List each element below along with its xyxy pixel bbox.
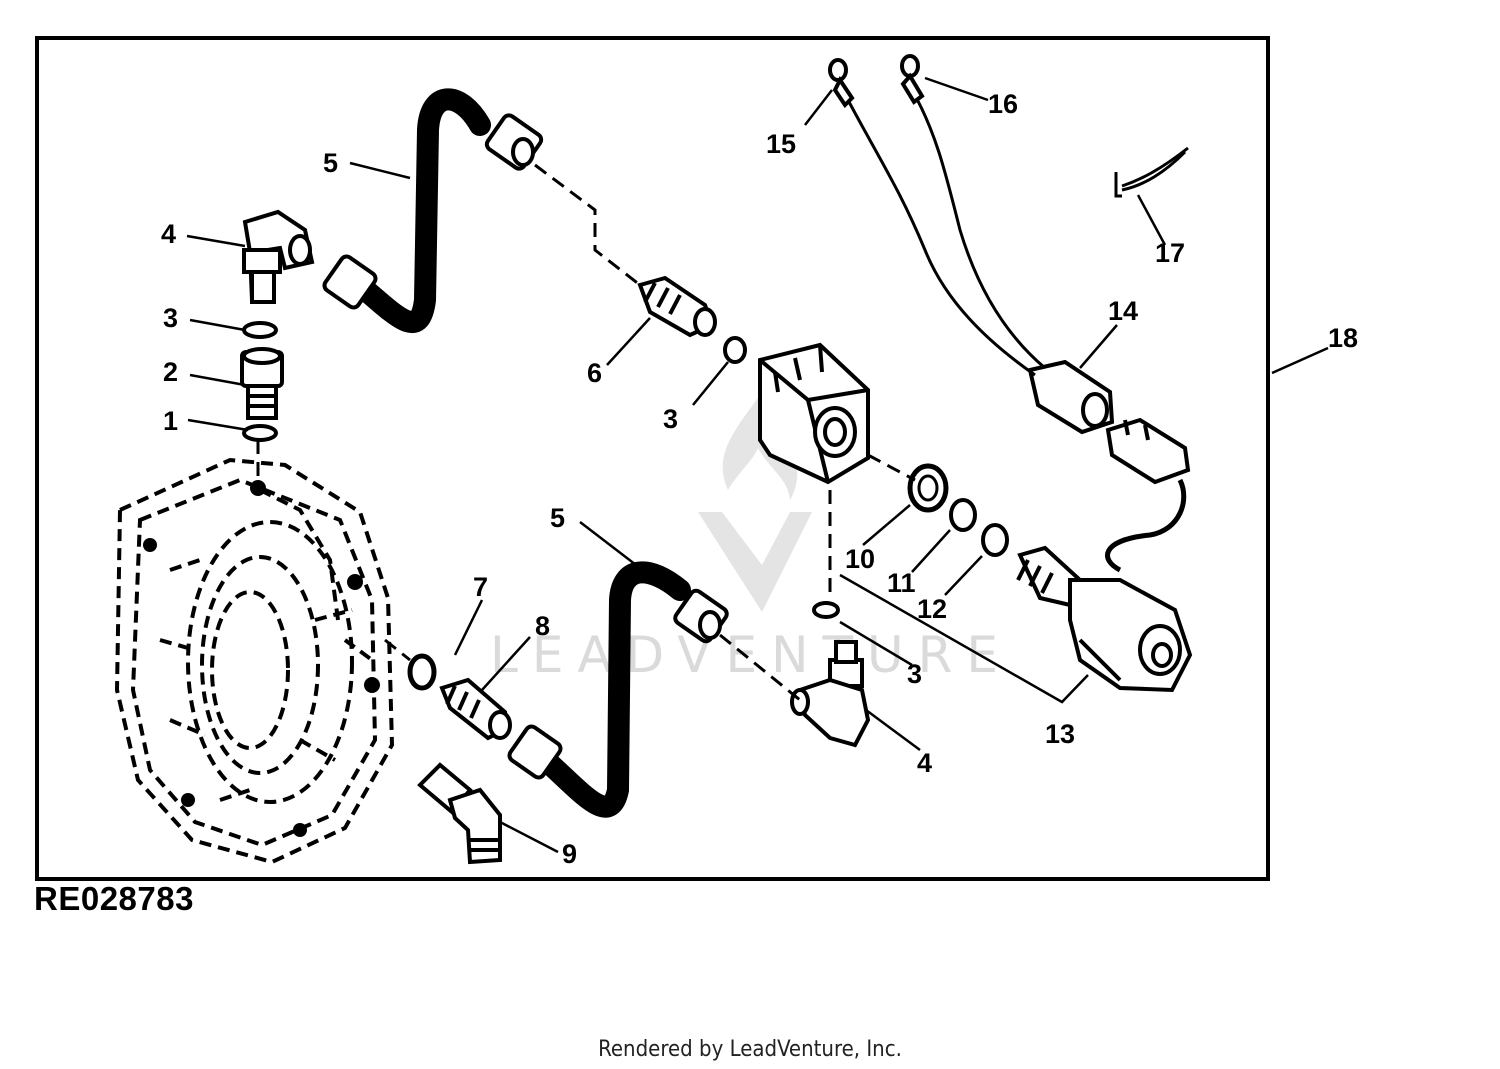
callout-6: 6 (587, 358, 602, 388)
callout-15: 15 (766, 129, 796, 159)
callout-5-lower: 5 (550, 503, 565, 533)
callout-2: 2 (163, 357, 178, 387)
housing-bolt-holes (143, 480, 380, 837)
part-17-clip (1114, 146, 1189, 198)
part-12-o-ring (981, 523, 1009, 557)
valve-block (758, 342, 870, 485)
callout-3-mid: 3 (663, 404, 678, 434)
callout-labels: 1 2 3 4 5 6 3 5 7 8 9 10 11 12 3 4 13 14… (161, 89, 1358, 869)
wires-15-16 (846, 89, 1046, 377)
callout-8: 8 (535, 611, 550, 641)
callout-3-upper: 3 (163, 303, 178, 333)
watermark-logo: LEADVENTURE (490, 395, 1012, 684)
part-2-adapter (240, 347, 284, 420)
part-16-ring-terminal (900, 54, 925, 105)
part-5-hose-lower (529, 561, 691, 818)
callout-10: 10 (845, 544, 875, 574)
callout-16: 16 (988, 89, 1018, 119)
callout-5-upper: 5 (323, 148, 338, 178)
part-4-elbow-upper (242, 209, 315, 304)
callout-17: 17 (1155, 238, 1185, 268)
hose-lower-fittings (507, 588, 729, 780)
part-3-o-ring-mid (723, 336, 747, 364)
part-1-o-ring (242, 424, 278, 442)
part-8-fitting (439, 677, 512, 741)
part-13-solenoid (1016, 478, 1193, 693)
part-11-o-ring (949, 498, 977, 532)
part-5-hose-upper (349, 88, 491, 333)
callout-4-upper: 4 (161, 219, 176, 249)
callout-11: 11 (887, 568, 916, 598)
callout-1: 1 (163, 406, 178, 436)
footer-credit: Rendered by LeadVenture, Inc. (598, 1037, 902, 1062)
callout-14: 14 (1108, 296, 1138, 326)
part-7-o-ring (407, 653, 437, 691)
part-15-ring-terminal (828, 58, 855, 109)
hose-upper-fittings (322, 113, 544, 310)
callout-9: 9 (562, 839, 577, 869)
part-6-fitting (637, 275, 717, 338)
part-10-ring (907, 463, 949, 513)
watermark-text: LEADVENTURE (490, 626, 1012, 684)
callout-13: 13 (1045, 719, 1075, 749)
callout-4-lower: 4 (917, 748, 932, 778)
part-4-elbow-lower (790, 640, 871, 748)
diagram-frame (35, 36, 1270, 881)
part-9-elbow (417, 762, 502, 865)
leader-lines (186, 76, 1329, 854)
part-3-o-ring-lower (812, 601, 840, 619)
part-14-connector (1027, 359, 1191, 485)
figure-id: RE028783 (34, 880, 194, 917)
callout-3-lower: 3 (907, 659, 922, 689)
callout-7: 7 (473, 572, 488, 602)
part-3-o-ring-upper (242, 321, 278, 339)
callout-12: 12 (917, 594, 947, 624)
assembly-lines (256, 163, 916, 702)
transmission-housing (114, 457, 395, 865)
callout-18: 18 (1328, 323, 1358, 353)
